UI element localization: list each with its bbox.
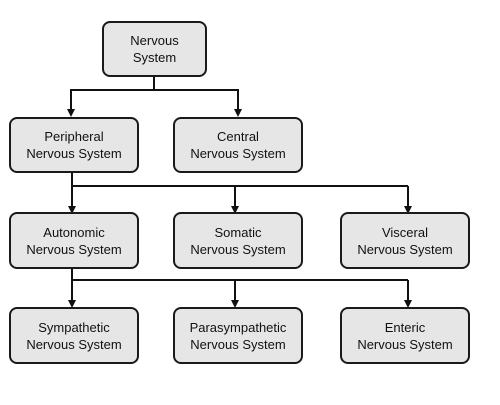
root-connector (70, 77, 239, 113)
node-visceral-nervous-system: Visceral Nervous System (340, 212, 470, 269)
node-enteric-line1: Enteric (384, 319, 426, 335)
node-central-line2: Nervous System (190, 146, 286, 161)
node-somatic-nervous-system: Somatic Nervous System (173, 212, 303, 269)
node-parasympathetic-line1: Parasympathetic (189, 319, 287, 335)
node-enteric-nervous-system: Enteric Nervous System (340, 307, 470, 364)
autonomic-connector (71, 269, 409, 304)
node-visceral-line2: Nervous System (357, 241, 453, 257)
node-autonomic-nervous-system: Autonomic Nervous System (9, 212, 139, 269)
peripheral-connector (71, 172, 409, 210)
node-sympathetic-line1: Sympathetic (38, 319, 110, 335)
node-parasympathetic-nervous-system: Parasympathetic Nervous System (173, 307, 303, 364)
node-parasympathetic-line2: Nervous System (190, 336, 286, 352)
node-autonomic-line2: Nervous System (26, 241, 122, 257)
node-enteric-line2: Nervous System (357, 336, 453, 352)
node-nervous-system-line1: Nervous (130, 33, 179, 48)
node-peripheral-line1: Peripheral (44, 129, 104, 144)
node-peripheral-nervous-system: Peripheral Nervous System (9, 117, 139, 173)
node-sympathetic-line2: Nervous System (26, 336, 122, 352)
node-nervous-system: Nervous System (102, 21, 207, 77)
node-somatic-line2: Nervous System (190, 241, 286, 257)
node-somatic-line1: Somatic (214, 224, 262, 240)
node-nervous-system-line2: System (132, 50, 177, 65)
node-peripheral-line2: Nervous System (26, 146, 122, 161)
node-visceral-line1: Visceral (381, 224, 428, 240)
node-autonomic-line1: Autonomic (43, 224, 105, 240)
node-central-line1: Central (217, 129, 259, 144)
node-sympathetic-nervous-system: Sympathetic Nervous System (9, 307, 139, 364)
node-central-nervous-system: Central Nervous System (173, 117, 303, 173)
